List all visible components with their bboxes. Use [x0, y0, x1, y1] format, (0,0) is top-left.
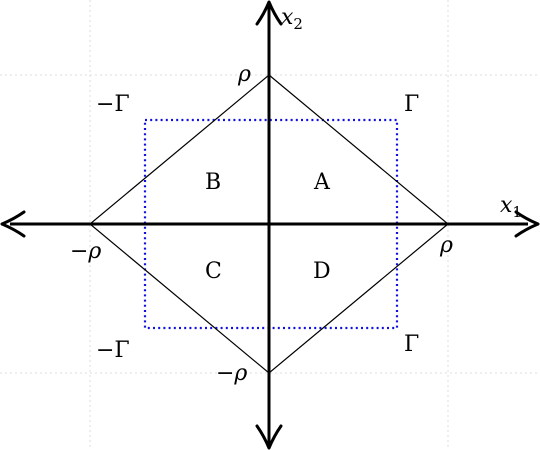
rho-left-label: −ρ: [70, 239, 101, 264]
y-axis-arrow-bottom: [255, 424, 283, 450]
y-axis: [255, 0, 283, 450]
rho-bottom-label: −ρ: [216, 361, 247, 386]
region-b-label: B: [205, 170, 221, 195]
y-axis-arrow-top: [255, 0, 283, 26]
region-c-label: C: [205, 259, 222, 284]
y-axis-subscript: 2: [293, 15, 303, 33]
region-a-label: A: [313, 170, 331, 195]
gamma-box: [143, 118, 399, 330]
region-d-label: D: [313, 259, 331, 284]
gamma-top-left-label: −Γ: [96, 92, 130, 117]
rho-right-label: ρ: [439, 233, 453, 258]
x-axis-subscript: 1: [512, 203, 522, 221]
rho-top-label: ρ: [237, 62, 251, 87]
x-axis-arrow-left: [0, 210, 26, 238]
x-axis-arrow-right: [514, 210, 540, 238]
gamma-bottom-left-label: −Γ: [96, 338, 130, 363]
gamma-bottom-right-label: Γ: [404, 332, 419, 357]
y-axis-label: x2: [281, 5, 303, 33]
x-axis-label: x1: [500, 193, 522, 221]
gamma-top-right-label: Γ: [404, 92, 419, 117]
